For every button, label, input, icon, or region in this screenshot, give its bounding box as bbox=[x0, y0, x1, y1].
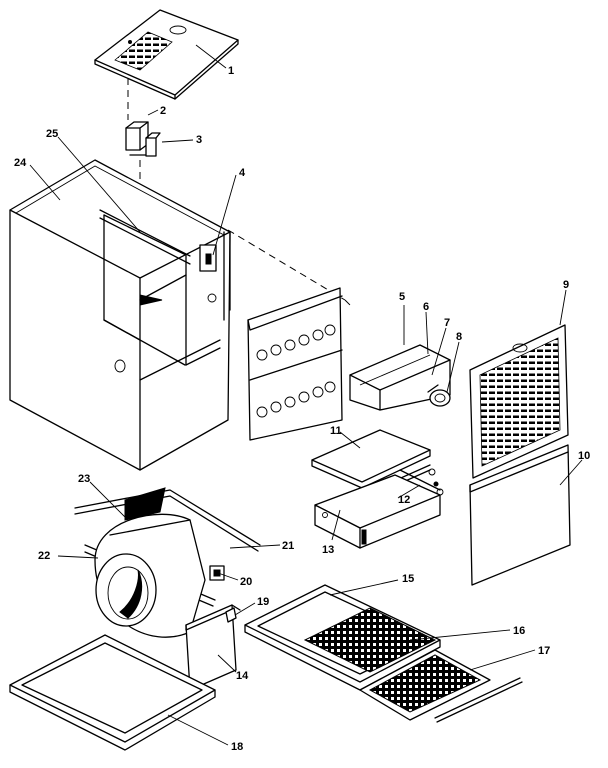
part-control-box bbox=[314, 474, 441, 549]
callout-1: 1 bbox=[228, 65, 234, 77]
callout-9: 9 bbox=[563, 279, 569, 291]
part-front-grille bbox=[469, 324, 569, 479]
assembly-guide-lines bbox=[127, 78, 351, 306]
callout-7: 7 bbox=[444, 317, 450, 329]
callout-12: 12 bbox=[398, 494, 410, 506]
callout-17: 17 bbox=[538, 645, 550, 657]
part-divider-panel bbox=[247, 287, 343, 441]
part-top-vent-panel bbox=[94, 9, 239, 100]
callout-23: 23 bbox=[78, 473, 90, 485]
part-clip bbox=[145, 132, 161, 157]
callout-11: 11 bbox=[330, 425, 342, 437]
callout-labels: 1 2 3 4 5 6 7 8 9 10 11 12 13 14 15 16 1… bbox=[14, 65, 590, 753]
part-blower-housing bbox=[94, 487, 206, 638]
part-door-panel bbox=[469, 444, 571, 586]
part-filter-mesh bbox=[303, 607, 437, 673]
callout-19: 19 bbox=[257, 596, 269, 608]
callout-10: 10 bbox=[578, 450, 590, 462]
part-base-frame bbox=[9, 634, 216, 751]
callout-15: 15 bbox=[402, 573, 414, 585]
callout-20: 20 bbox=[240, 576, 252, 588]
callout-5: 5 bbox=[399, 291, 405, 303]
callout-25: 25 bbox=[46, 128, 58, 140]
callout-13: 13 bbox=[322, 544, 334, 556]
callout-18: 18 bbox=[231, 741, 243, 753]
callout-3: 3 bbox=[196, 134, 202, 146]
part-burner-assembly bbox=[349, 344, 451, 411]
callout-21: 21 bbox=[282, 540, 294, 552]
callout-16: 16 bbox=[513, 625, 525, 637]
callout-24: 24 bbox=[14, 157, 27, 169]
part-rail bbox=[99, 209, 191, 265]
part-filter-mesh-second bbox=[359, 649, 491, 721]
callout-8: 8 bbox=[456, 331, 462, 343]
callout-14: 14 bbox=[236, 670, 249, 682]
part-capacitor bbox=[209, 565, 225, 581]
callout-2: 2 bbox=[160, 105, 166, 117]
callout-4: 4 bbox=[239, 167, 246, 179]
part-latch bbox=[225, 607, 237, 623]
callout-6: 6 bbox=[423, 301, 429, 313]
part-filter-plate bbox=[311, 429, 431, 489]
part-cabinet bbox=[9, 159, 231, 471]
callout-22: 22 bbox=[38, 550, 50, 562]
part-access-panel bbox=[185, 604, 241, 691]
callout-leaders bbox=[29, 44, 583, 746]
part-filter-rod bbox=[434, 677, 523, 723]
